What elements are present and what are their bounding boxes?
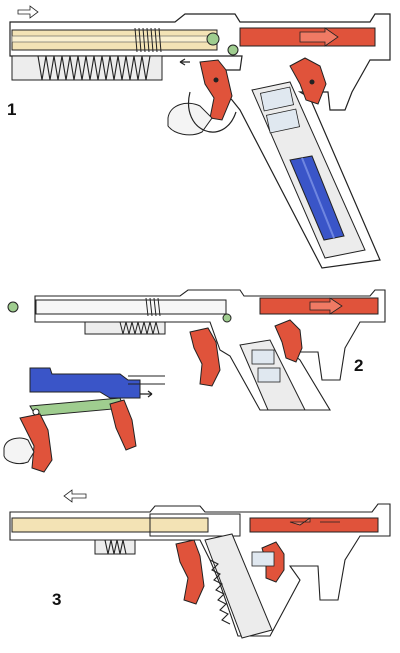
trigger-guard-1 [187,91,237,133]
magazine-1 [251,81,366,259]
bolt-arrows-3 [289,517,340,526]
disconnector-link-green [29,397,125,417]
slide-3 [149,513,241,537]
motion-arrow-1 [179,58,190,66]
green-pivot-2b [222,313,232,323]
recoil-spring-2 [119,321,160,335]
figure-2 [3,289,386,473]
barrel-bore-1 [11,35,218,43]
finger-1 [167,102,213,136]
bolt-arrow-1 [299,27,339,47]
figure-3 [9,489,391,639]
recoil-arrow-1 [17,5,39,19]
hammer-2 [274,319,303,363]
barrel-3 [11,517,209,533]
slide-detail-blue [29,367,141,399]
step-label-1: 1 [7,100,17,119]
trigger-1 [199,59,233,121]
green-pivot-1b [227,44,239,56]
detail-arrow [140,390,153,398]
magazine-2 [239,339,306,411]
trigger-2 [189,327,221,387]
magazine-3 [204,533,275,639]
magazine-spring-3 [209,559,231,625]
barrel-2 [35,299,227,315]
barrel-spring-1 [134,27,162,53]
bolt-3 [249,517,379,533]
barrel-spring-2 [145,297,161,317]
trigger-detail-red [19,413,53,473]
detail-inset-2 [3,367,165,473]
bolt-arrow-2 [309,297,343,315]
recoil-arrow-3 [63,489,87,503]
green-pivot-2a [7,301,19,313]
sear-detail-red [109,399,137,451]
step-label-3: 3 [52,590,62,609]
figure-1 [9,5,391,269]
finger-2 [3,437,35,465]
step-label-2: 2 [354,356,364,375]
frame-outline-2 [34,289,386,411]
recoil-spring-3 [104,539,127,555]
trigger-3 [175,539,205,605]
recoil-spring-1 [37,55,151,81]
hammer-1 [289,57,327,105]
green-pivot-1a [206,32,220,46]
frame-outline-3 [9,503,391,637]
